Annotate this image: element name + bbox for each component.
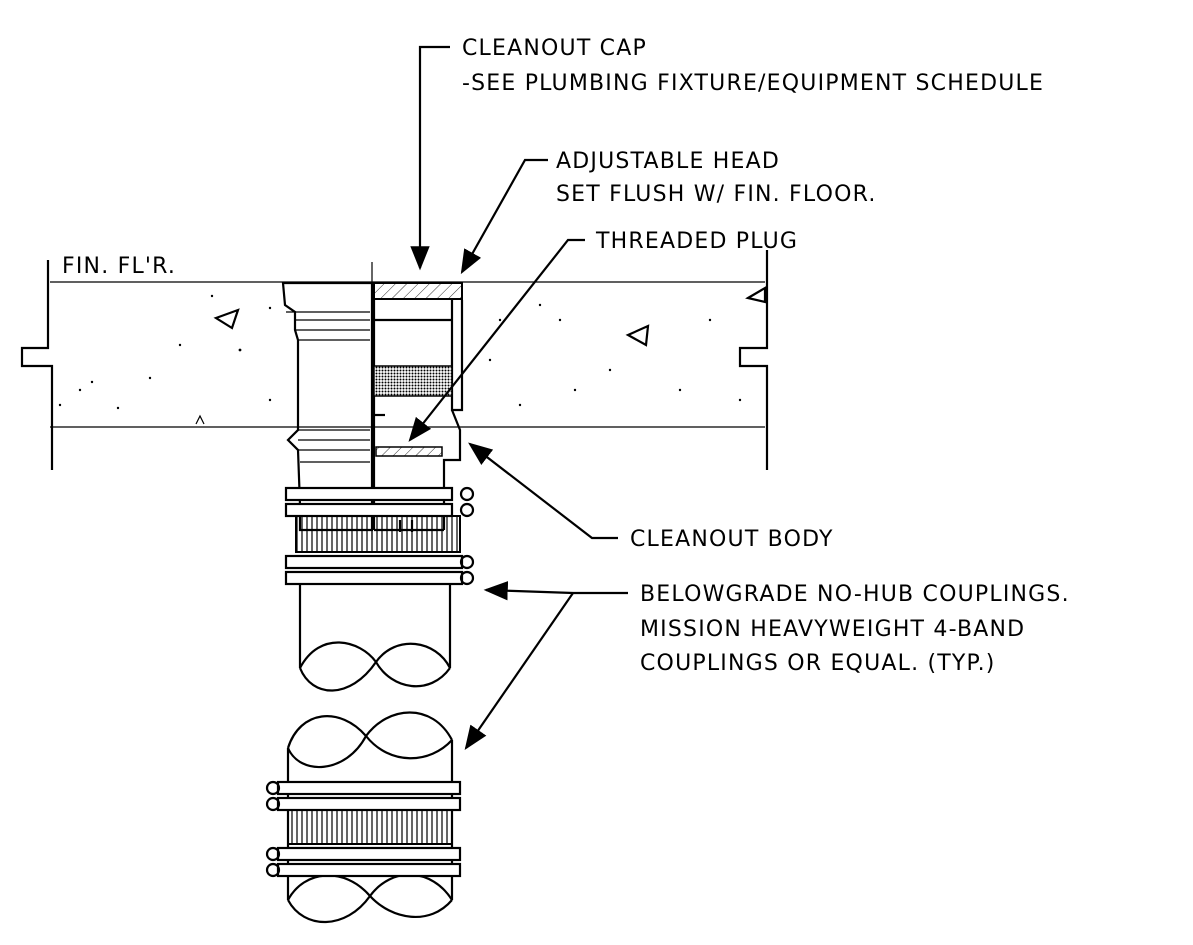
- coupling-label-line3: COUPLINGS OR EQUAL. (TYP.): [640, 651, 996, 676]
- adjustable-head-note: SET FLUSH W/ FIN. FLOOR.: [556, 182, 877, 207]
- coupling-label-line2: MISSION HEAVYWEIGHT 4-BAND: [640, 617, 1025, 642]
- annotation-labels: FIN. FL'R. CLEANOUT CAP -SEE PLUMBING FI…: [62, 36, 1070, 676]
- cleanout-body-label: CLEANOUT BODY: [630, 527, 834, 552]
- coupling-label-line1: BELOWGRADE NO-HUB COUPLINGS.: [640, 582, 1070, 607]
- cleanout-cap-note: -SEE PLUMBING FIXTURE/EQUIPMENT SCHEDULE: [462, 71, 1044, 96]
- adjustable-head-label: ADJUSTABLE HEAD: [556, 149, 780, 174]
- cleanout-cap-label: CLEANOUT CAP: [462, 36, 647, 61]
- threaded-plug-label: THREADED PLUG: [595, 229, 798, 254]
- cleanout-assembly: [281, 262, 464, 540]
- lower-coupling: [265, 780, 462, 878]
- floor-label: FIN. FL'R.: [62, 254, 176, 279]
- leader-lines: [408, 45, 628, 750]
- upper-coupling: [284, 486, 475, 586]
- pipe-upper: [298, 584, 452, 692]
